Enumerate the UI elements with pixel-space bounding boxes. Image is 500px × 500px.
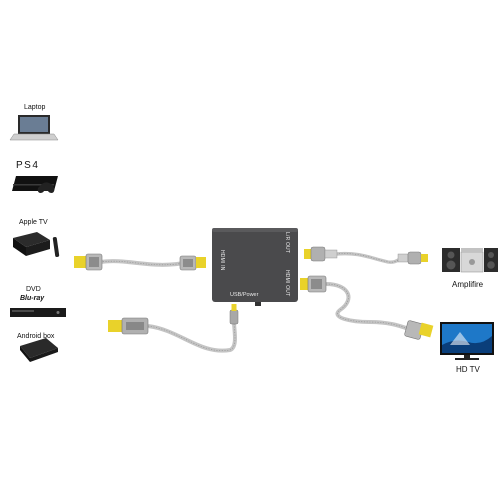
dvd-player-icon <box>10 308 66 317</box>
audio-cable <box>335 251 403 264</box>
usb-power-label: USB/Power <box>230 292 259 298</box>
hdmi-out-label: HDMI OUT <box>284 270 290 297</box>
bluray-brand-label: Blu-ray <box>20 295 45 302</box>
ps4-brand-label: PS4 <box>16 160 40 171</box>
audio-jack-right-icon <box>397 251 428 265</box>
usb-a-connector-icon <box>108 317 149 335</box>
audio-jack-left-icon <box>304 246 338 262</box>
hdmi-in-label: HDMI IN <box>219 250 225 271</box>
hdmi-output-cable <box>325 282 413 332</box>
usb-micro-connector-icon <box>229 304 239 325</box>
android-box-label: Android box <box>17 333 55 340</box>
hdmi-connector-left-icon <box>74 253 103 271</box>
usb-power-cable <box>147 321 237 353</box>
ps4-console-icon <box>12 176 58 193</box>
lr-out-label: L/R OUT <box>284 232 290 254</box>
hdmi-connector-in-icon <box>179 255 206 271</box>
laptop-icon <box>9 115 59 141</box>
amplifier-icon <box>442 248 498 273</box>
amplifier-label: Amplifire <box>452 280 484 289</box>
laptop-label: Laptop <box>24 104 46 111</box>
dvd-label: DVD <box>26 286 41 293</box>
android-box-icon <box>20 338 58 362</box>
hdtv-icon <box>440 322 494 360</box>
apple-tv-icon <box>13 232 60 257</box>
apple-tv-label: Apple TV <box>19 219 48 226</box>
converter-box <box>212 228 298 306</box>
hdtv-label: HD TV <box>456 365 480 374</box>
hdmi-connector-out-icon <box>300 275 327 293</box>
hdmi-connector-tv-icon <box>404 320 434 340</box>
